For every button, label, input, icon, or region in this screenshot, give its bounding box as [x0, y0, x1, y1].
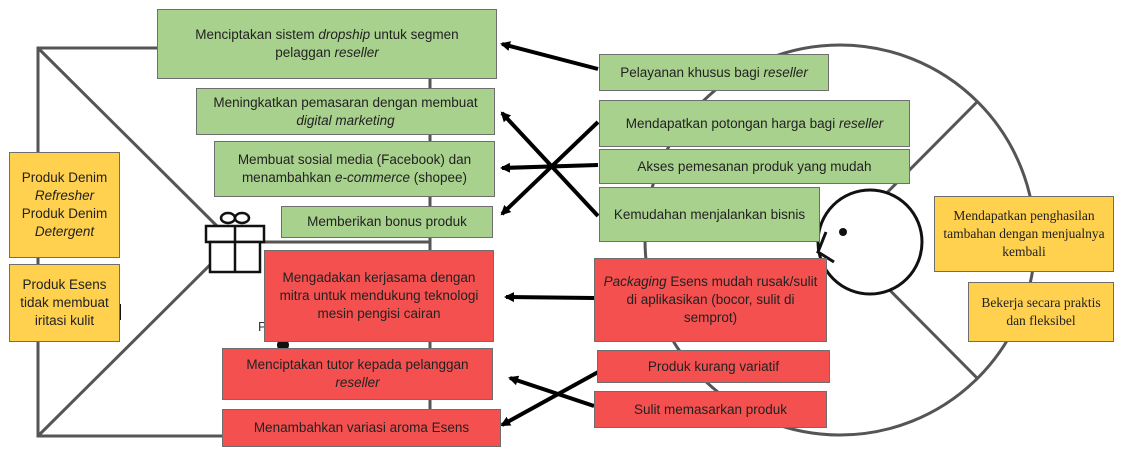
gain-discount: Mendapatkan potongan harga bagi reseller — [599, 100, 910, 147]
pain-reliever-tutor: Menciptakan tutor kepada pelanggan resel… — [222, 348, 493, 400]
pain-packaging: Packaging Esens mudah rusak/sulit di apl… — [594, 258, 827, 342]
gift-icon — [204, 211, 266, 274]
gain-reseller-service: Pelayanan khusus bagi reseller — [599, 54, 829, 91]
gain-creator-dropship: Menciptakan sistem dropship untuk segmen… — [157, 9, 497, 79]
pain-variety: Produk kurang variatif — [597, 350, 830, 383]
pain-marketing: Sulit memasarkan produk — [594, 391, 827, 428]
smiley-face-icon — [816, 188, 924, 296]
pain-reliever-partnership: Mengadakan kerjasama dengan mitra untuk … — [264, 250, 494, 342]
customer-job-income: Mendapatkan penghasilan tambahan dengan … — [934, 196, 1114, 272]
product-esens: Produk Esens tidak membuat iritasi kulit — [9, 264, 120, 342]
gain-creator-social-media: Membuat sosial media (Facebook) dan mena… — [214, 141, 495, 197]
customer-job-flexible: Bekerja secara praktis dan fleksibel — [968, 282, 1114, 342]
gain-easy-business: Kemudahan menjalankan bisnis — [599, 187, 820, 242]
gain-creator-digital-marketing: Meningkatkan pemasaran dengan membuat di… — [196, 88, 495, 135]
gain-creator-bonus: Memberikan bonus produk — [281, 206, 493, 238]
gain-easy-ordering: Akses pemesanan produk yang mudah — [599, 149, 910, 184]
connection-arrows — [500, 41, 601, 427]
pain-reliever-aroma: Menambahkan variasi aroma Esens — [222, 409, 501, 447]
product-denim: Produk Denim Refresher Produk Denim Dete… — [9, 152, 120, 258]
partial-label: P — [258, 319, 267, 334]
